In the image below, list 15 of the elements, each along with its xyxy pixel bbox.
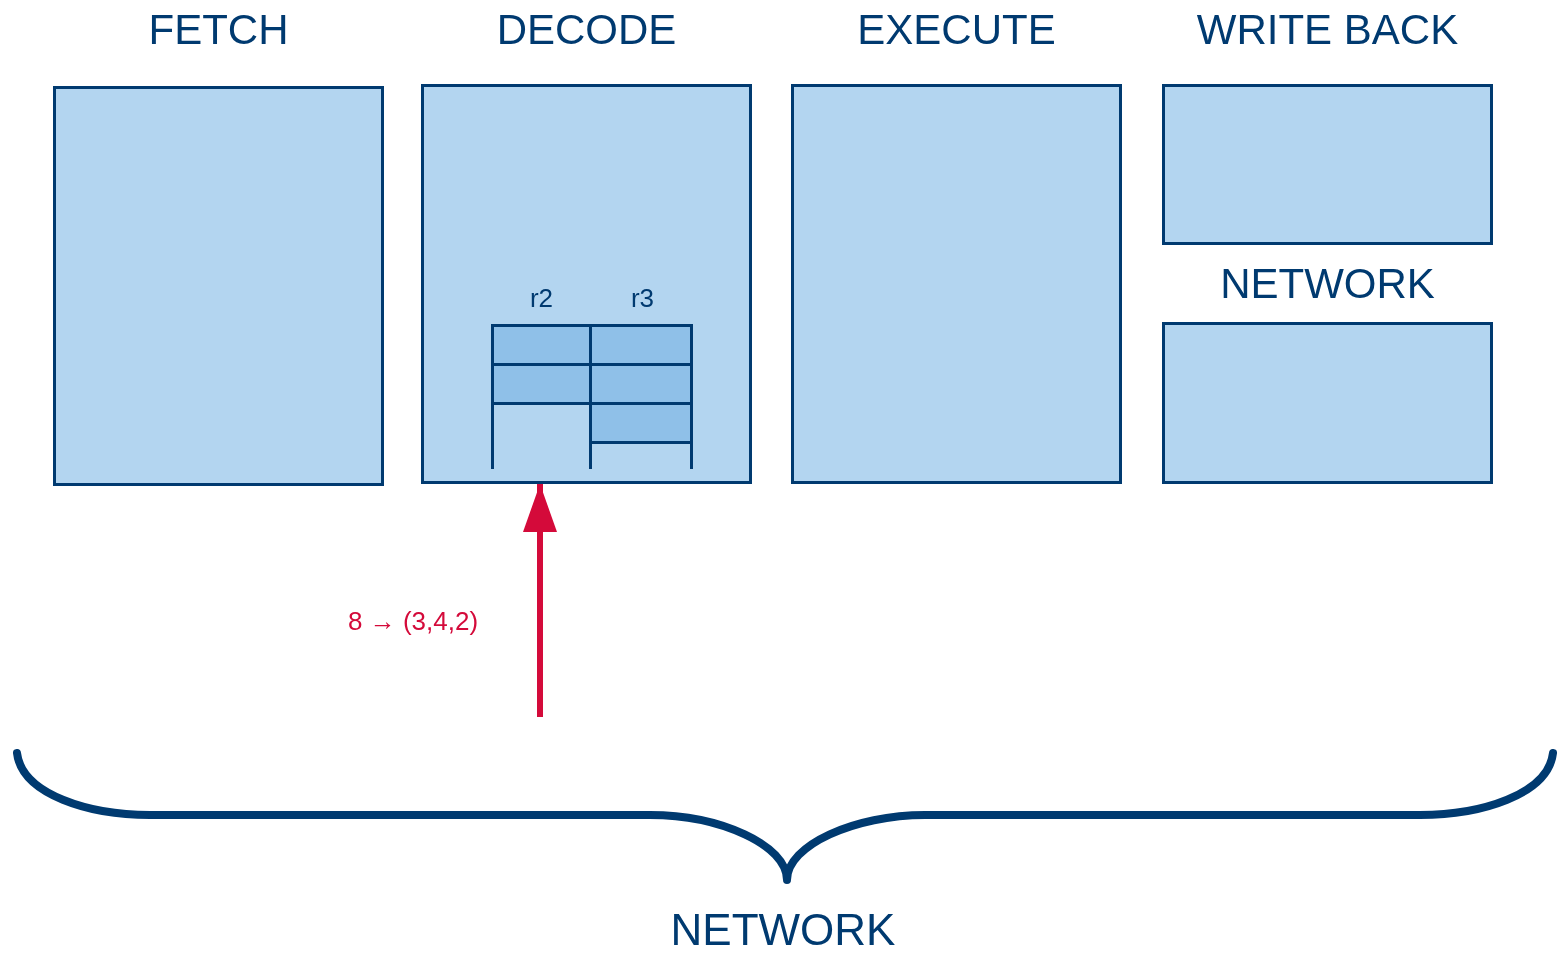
- stage-heading: NETWORK: [1220, 260, 1435, 307]
- brace-label: NETWORK: [670, 903, 896, 953]
- stage-heading: EXECUTE: [857, 6, 1056, 53]
- register-name: r2: [529, 283, 554, 313]
- stage-heading: WRITE BACK: [1196, 6, 1459, 53]
- stage-heading: DECODE: [496, 6, 677, 53]
- register-cell: [592, 366, 690, 405]
- stage-heading: FETCH: [148, 6, 289, 53]
- edge-label: 8 → (3,4,2): [348, 606, 479, 637]
- register-name: r3: [630, 283, 655, 313]
- register-cell: [592, 405, 690, 444]
- arrow: [523, 484, 557, 717]
- register-cell: [494, 366, 589, 405]
- register-cell: [494, 327, 589, 366]
- register-cell: [592, 327, 690, 366]
